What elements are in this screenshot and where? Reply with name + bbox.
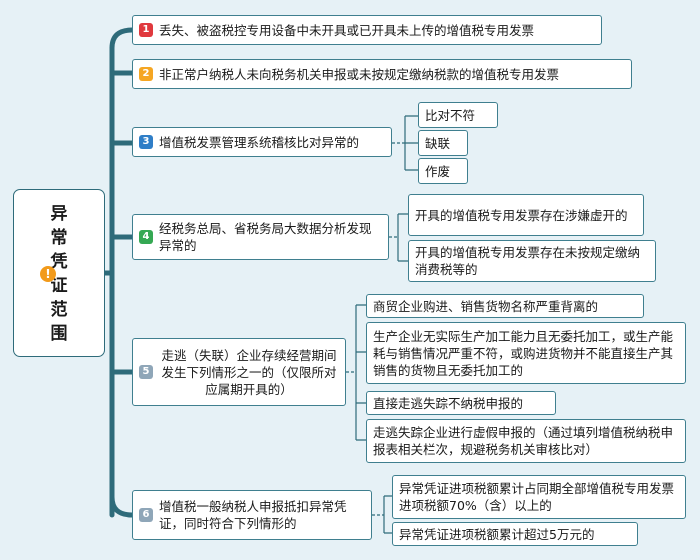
- category-3-child-2: 缺联: [418, 130, 468, 156]
- category-6-child-2: 异常凭证进项税额累计超过5万元的: [392, 522, 638, 546]
- category-5-child-4: 走逃失踪企业进行虚假申报的（通过填列增值税纳税申报表相关栏次，规避税务机关审核比…: [366, 419, 686, 463]
- category-3-label: 增值税发票管理系统稽核比对异常的: [159, 134, 360, 150]
- category-2-label: 非正常户纳税人未向税务机关申报或未按规定缴纳税款的增值税专用发票: [159, 66, 560, 82]
- category-4-child-2: 开具的增值税专用发票存在未按规定缴纳消费税等的: [408, 240, 656, 282]
- category-5-child-1: 商贸企业购进、销售货物名称严重背离的: [366, 294, 644, 318]
- category-5-child-2: 生产企业无实际生产加工能力且无委托加工，或生产能耗与销售情况严重不符，或购进货物…: [366, 322, 686, 384]
- category-5-label: 走逃（失联）企业存续经营期间发生下列情形之一的（仅限所对应属期开具的）: [161, 347, 337, 397]
- category-3-child-3: 作废: [418, 158, 468, 184]
- category-1: 1 丢失、被盗税控专用设备中未开具或已开具未上传的增值税专用发票: [132, 15, 602, 45]
- number-badge-5: 5: [139, 365, 153, 379]
- category-1-label: 丢失、被盗税控专用设备中未开具或已开具未上传的增值税专用发票: [159, 22, 535, 38]
- number-badge-2: 2: [139, 67, 153, 81]
- category-6-child-1: 异常凭证进项税额累计占同期全部增值税专用发票进项税额70%（含）以上的: [392, 475, 686, 519]
- category-6: 6 增值税一般纳税人申报抵扣异常凭证，同时符合下列情形的: [132, 490, 372, 540]
- number-badge-4: 4: [139, 230, 153, 244]
- category-5-child-3: 直接走逃失踪不纳税申报的: [366, 391, 556, 415]
- root-node: 异常凭证范围 !: [13, 189, 105, 357]
- category-4-child-1: 开具的增值税专用发票存在涉嫌虚开的: [408, 194, 644, 236]
- category-4: 4 经税务总局、省税务局大数据分析发现异常的: [132, 214, 389, 260]
- number-badge-6: 6: [139, 508, 153, 522]
- category-4-label: 经税务总局、省税务局大数据分析发现异常的: [159, 221, 372, 253]
- root-title: 异常凭证范围: [50, 204, 68, 344]
- category-3-child-1: 比对不符: [418, 102, 498, 128]
- number-badge-1: 1: [139, 23, 153, 37]
- category-5: 5 走逃（失联）企业存续经营期间发生下列情形之一的（仅限所对应属期开具的）: [132, 338, 346, 406]
- category-2: 2 非正常户纳税人未向税务机关申报或未按规定缴纳税款的增值税专用发票: [132, 59, 632, 89]
- category-3: 3 增值税发票管理系统稽核比对异常的: [132, 127, 392, 157]
- exclamation-icon: !: [40, 266, 56, 282]
- category-6-label: 增值税一般纳税人申报抵扣异常凭证，同时符合下列情形的: [159, 499, 347, 531]
- number-badge-3: 3: [139, 135, 153, 149]
